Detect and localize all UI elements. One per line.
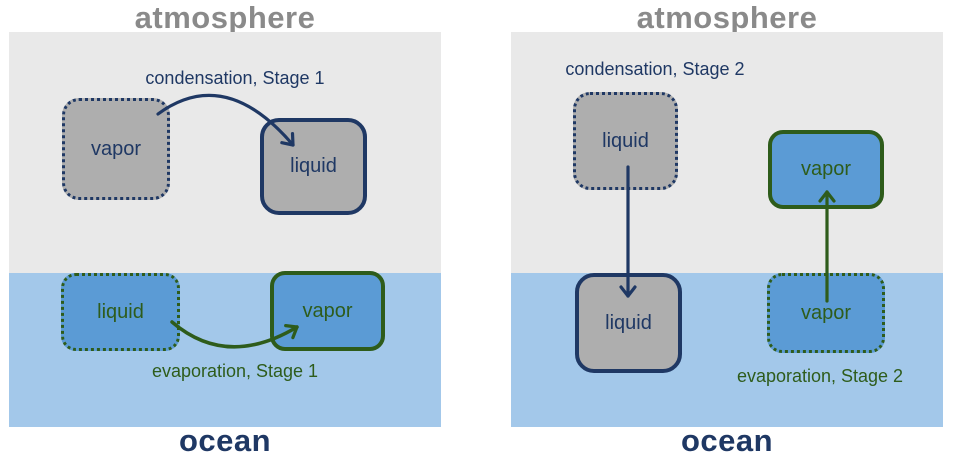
box-vapor-atmosphere-stage2: vapor xyxy=(768,130,884,209)
box-liquid-atmosphere-stage1: liquid xyxy=(260,118,367,215)
box-vapor-atmosphere-stage1: vapor xyxy=(62,98,170,200)
box-label: vapor xyxy=(800,301,852,324)
box-vapor-ocean-stage1: vapor xyxy=(270,271,385,351)
box-label: vapor xyxy=(800,158,852,180)
box-label: liquid xyxy=(602,129,649,152)
box-label: liquid xyxy=(290,155,337,177)
box-label: liquid xyxy=(97,300,144,323)
ocean-title-stage2: ocean xyxy=(680,423,774,455)
condensation-stage2-label: condensation, Stage 2 xyxy=(565,59,745,79)
box-liquid-ocean-stage1: liquid xyxy=(61,273,180,351)
box-label: vapor xyxy=(302,299,353,322)
evaporation-stage1-label: evaporation, Stage 1 xyxy=(151,361,319,381)
evaporation-stage2-label: evaporation, Stage 2 xyxy=(736,366,904,386)
box-liquid-ocean-stage2: liquid xyxy=(575,273,682,373)
ocean-title-stage1: ocean xyxy=(178,423,272,455)
box-label: vapor xyxy=(90,137,142,160)
atmosphere-title-stage2: atmosphere xyxy=(636,0,818,35)
atmosphere-title-stage1: atmosphere xyxy=(134,0,316,35)
box-vapor-ocean-stage2: vapor xyxy=(767,273,885,353)
condensation-stage1-label: condensation, Stage 1 xyxy=(145,68,325,88)
box-liquid-atmosphere-stage2: liquid xyxy=(573,92,678,190)
box-label: liquid xyxy=(605,311,652,334)
